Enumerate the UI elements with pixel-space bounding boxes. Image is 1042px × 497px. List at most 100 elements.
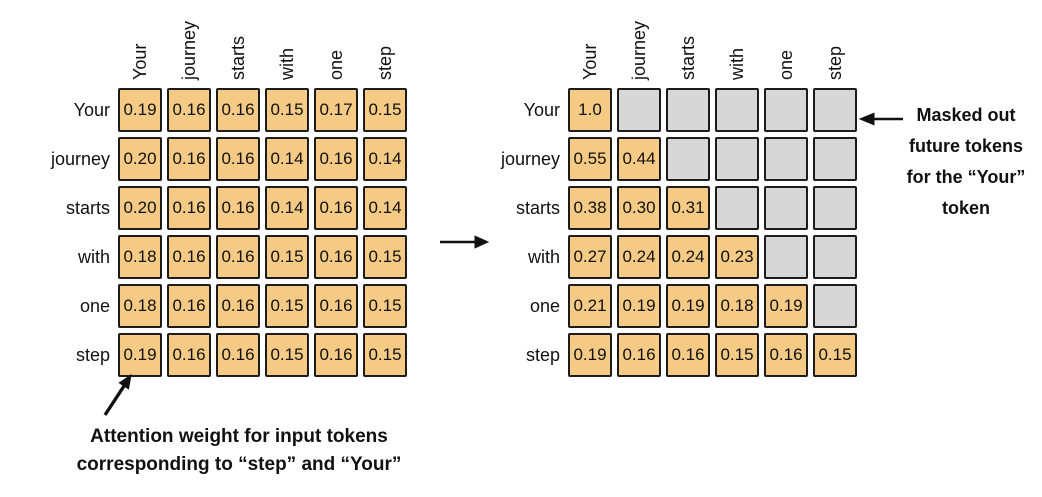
row-label: journey: [500, 148, 560, 169]
weight-cell: 0.19: [118, 333, 162, 377]
masked-annotation-line: future tokens: [908, 136, 1023, 156]
masked-annotation-line: token: [941, 198, 990, 218]
column-label: Your: [580, 43, 600, 80]
masked-cell: [813, 235, 857, 279]
weight-cell: 0.16: [314, 284, 358, 328]
weight-cell: 0.14: [363, 137, 407, 181]
masked-cell: [813, 186, 857, 230]
row-label: Your: [523, 99, 560, 120]
masked-cell: [617, 88, 661, 132]
weight-cell: 0.20: [118, 137, 162, 181]
weight-cell: 0.23: [715, 235, 759, 279]
masked-annotation-line: Masked out: [916, 105, 1016, 125]
weight-cell: 0.16: [314, 333, 358, 377]
weight-cell: 0.19: [118, 88, 162, 132]
weight-cell: 0.15: [265, 333, 309, 377]
row-label: one: [79, 295, 110, 316]
weight-cell: 0.15: [715, 333, 759, 377]
weight-cell: 0.55: [568, 137, 612, 181]
masked-cell: [666, 137, 710, 181]
weight-cell: 0.15: [265, 235, 309, 279]
column-label: journey: [629, 20, 649, 80]
weight-cell: 0.30: [617, 186, 661, 230]
weight-cell: 0.16: [216, 235, 260, 279]
weight-cell: 0.19: [617, 284, 661, 328]
masked-cell: [813, 137, 857, 181]
weight-cell: 0.16: [167, 137, 211, 181]
weight-cell: 0.16: [216, 88, 260, 132]
masked-cell: [813, 88, 857, 132]
row-label: Your: [73, 99, 110, 120]
attention-weight-arrow: [103, 373, 132, 416]
weight-cell: 0.18: [118, 235, 162, 279]
column-label: starts: [678, 35, 698, 80]
weight-cell: 0.16: [617, 333, 661, 377]
weight-cell: 0.15: [265, 284, 309, 328]
weight-cell: 0.14: [265, 137, 309, 181]
masked-annotation: Masked out future tokens for the “Your” …: [890, 100, 1042, 224]
weight-cell: 0.16: [216, 137, 260, 181]
column-label: starts: [228, 35, 248, 80]
weight-cell: 0.16: [314, 137, 358, 181]
weight-cell: 0.16: [314, 186, 358, 230]
weight-cell: 0.27: [568, 235, 612, 279]
weight-cell: 0.16: [167, 235, 211, 279]
weight-cell: 1.0: [568, 88, 612, 132]
weight-cell: 0.31: [666, 186, 710, 230]
masked-cell: [764, 186, 808, 230]
weight-cell: 0.18: [118, 284, 162, 328]
weight-cell: 0.15: [265, 88, 309, 132]
column-label: Your: [130, 43, 150, 80]
weight-cell: 0.16: [666, 333, 710, 377]
masked-cell: [764, 88, 808, 132]
weight-cell: 0.24: [666, 235, 710, 279]
row-label: journey: [50, 148, 110, 169]
row-label: one: [529, 295, 560, 316]
column-label: with: [277, 47, 297, 80]
weight-cell: 0.19: [764, 284, 808, 328]
column-label: step: [375, 45, 395, 80]
column-label: journey: [179, 20, 199, 80]
masked-cell: [715, 137, 759, 181]
weight-cell: 0.15: [363, 235, 407, 279]
row-label: with: [527, 246, 560, 267]
weight-cell: 0.16: [167, 88, 211, 132]
column-label: with: [727, 47, 747, 80]
row-label: starts: [65, 197, 110, 218]
weight-cell: 0.16: [216, 333, 260, 377]
weight-cell: 0.15: [363, 333, 407, 377]
weight-cell: 0.16: [216, 284, 260, 328]
weight-cell: 0.16: [167, 333, 211, 377]
weight-cell: 0.16: [314, 235, 358, 279]
weight-cell: 0.38: [568, 186, 612, 230]
attention-annotation-line: Attention weight for input tokens: [90, 426, 388, 447]
weight-cell: 0.16: [764, 333, 808, 377]
attention-annotation: Attention weight for input tokens corres…: [40, 423, 438, 479]
attention-annotation-line: corresponding to “step” and “Your”: [76, 454, 402, 475]
weight-cell: 0.16: [167, 284, 211, 328]
weight-cell: 0.16: [167, 186, 211, 230]
weight-cell: 0.44: [617, 137, 661, 181]
weight-cell: 0.15: [813, 333, 857, 377]
weight-cell: 0.15: [363, 284, 407, 328]
row-label: step: [525, 344, 560, 365]
masked-cell: [764, 235, 808, 279]
weight-cell: 0.20: [118, 186, 162, 230]
weight-cell: 0.18: [715, 284, 759, 328]
masked-annotation-line: for the “Your”: [906, 167, 1026, 187]
masked-cell: [715, 186, 759, 230]
weight-cell: 0.14: [265, 186, 309, 230]
column-label: one: [326, 49, 346, 80]
row-label: step: [75, 344, 110, 365]
weight-cell: 0.14: [363, 186, 407, 230]
weight-cell: 0.24: [617, 235, 661, 279]
matrix-masked-weights: Your journey starts with one step Your 1.0 journ…: [501, 21, 857, 377]
row-label: starts: [515, 197, 560, 218]
column-label: one: [776, 49, 796, 80]
weight-cell: 0.21: [568, 284, 612, 328]
masked-cell: [715, 88, 759, 132]
masked-cell: [666, 88, 710, 132]
weight-cell: 0.15: [363, 88, 407, 132]
